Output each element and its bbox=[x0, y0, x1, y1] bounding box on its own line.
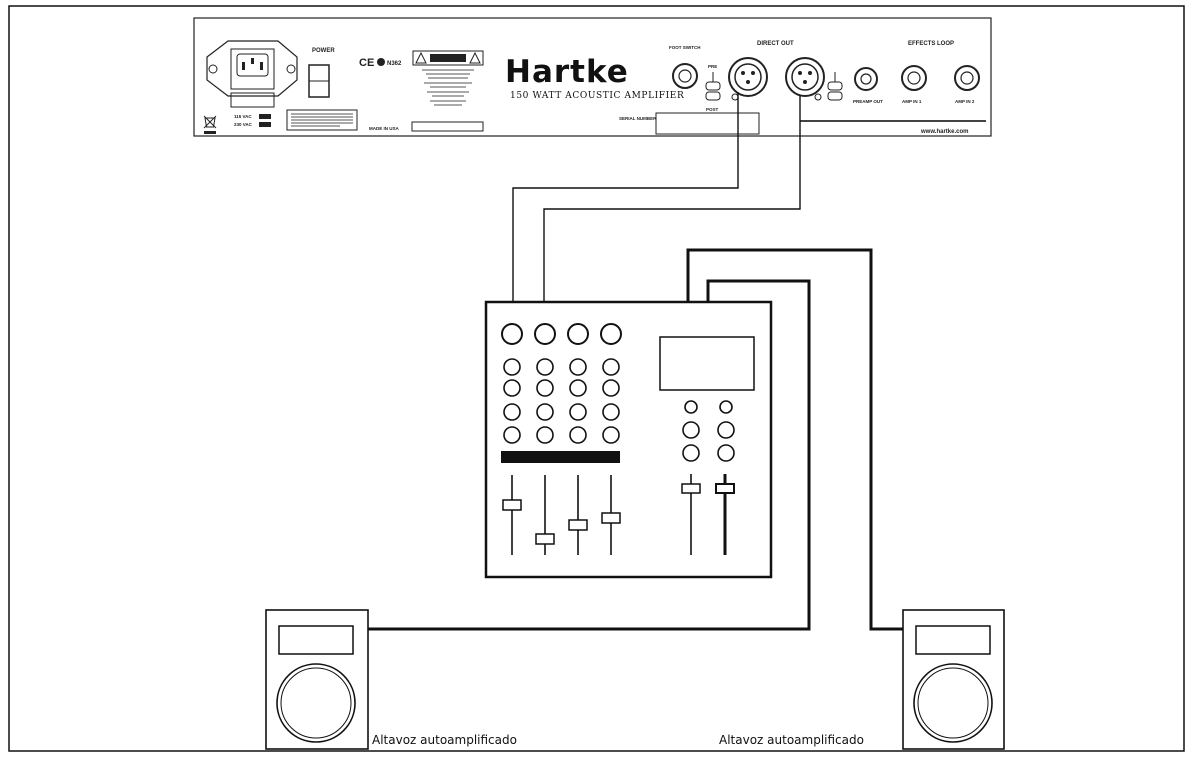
mixer-master-faders bbox=[681, 474, 735, 555]
voltage-230-label: 230 VAC bbox=[234, 122, 253, 127]
mixer-input-3 bbox=[567, 323, 589, 345]
ce-mark: CE bbox=[359, 57, 374, 69]
cert-code: N362 bbox=[387, 61, 402, 67]
power-inlet bbox=[206, 40, 298, 108]
left-speaker-tweeter bbox=[278, 625, 354, 655]
pre-post-switch-left bbox=[705, 72, 721, 101]
cable-mixer-to-left-speaker bbox=[366, 279, 811, 631]
left-speaker-label: Altavoz autoamplificado bbox=[372, 733, 517, 747]
pre-post-switch-right bbox=[827, 72, 843, 101]
right-speaker-label: Altavoz autoamplificado bbox=[719, 733, 864, 747]
amp-in-1-jack bbox=[901, 65, 927, 91]
serial-number-box bbox=[655, 112, 760, 135]
mixer-input-4 bbox=[600, 323, 622, 345]
weee-bin-icon bbox=[203, 115, 217, 134]
voltage-115-label: 115 VAC bbox=[234, 114, 252, 119]
mixer-input-1 bbox=[501, 323, 523, 345]
model-name: 150 WATT ACOUSTIC AMPLIFIER bbox=[510, 91, 684, 101]
cable-mixer-to-right-speaker bbox=[686, 248, 905, 631]
effects-loop-label: EFFECTS LOOP bbox=[908, 41, 954, 47]
mixer-label-strip bbox=[501, 451, 620, 463]
right-speaker-woofer bbox=[913, 663, 993, 743]
left-speaker-woofer bbox=[276, 663, 356, 743]
left-speaker bbox=[265, 609, 369, 750]
xlr-direct-out-right bbox=[785, 57, 825, 101]
rating-plate bbox=[411, 121, 484, 132]
cable-direct-out-right-to-mixer bbox=[543, 95, 801, 319]
warning-text-block bbox=[286, 109, 358, 131]
mixer-channel-faders bbox=[502, 475, 621, 555]
mixer-input-2 bbox=[534, 323, 556, 345]
mixer-channel-knobs bbox=[503, 358, 620, 444]
voltage-115-box bbox=[259, 114, 271, 119]
website-label: www.hartke.com bbox=[920, 129, 968, 135]
post-label: POST bbox=[706, 107, 719, 112]
footswitch-label: FOOT SWITCH bbox=[669, 45, 701, 50]
serial-label: SERIAL NUMBER bbox=[619, 116, 657, 121]
power-label: POWER bbox=[312, 48, 335, 54]
cables bbox=[366, 92, 905, 631]
direct-out-label: DIRECT OUT bbox=[757, 41, 794, 47]
right-speaker bbox=[902, 609, 1005, 750]
mixer bbox=[484, 300, 773, 579]
amp-in-2-label: AMP IN 2 bbox=[955, 99, 975, 104]
warning-label bbox=[412, 50, 484, 106]
c-tick-icon bbox=[377, 58, 385, 66]
preamp-out-label: PREAMP OUT bbox=[853, 99, 883, 104]
right-speaker-tweeter bbox=[915, 625, 991, 655]
brand-logo: Hartke bbox=[505, 54, 629, 90]
mixer-master-knobs bbox=[682, 400, 735, 462]
made-in-label: MADE IN USA bbox=[369, 126, 400, 131]
amp-panel-body bbox=[193, 17, 992, 137]
cable-direct-out-left-to-mixer bbox=[512, 92, 739, 319]
voltage-230-box bbox=[259, 122, 271, 127]
amp-in-1-label: AMP IN 1 bbox=[902, 99, 922, 104]
amplifier-back-panel: 115 VAC 230 VAC POWER CE N362 MADE IN US… bbox=[193, 17, 992, 137]
preamp-out-jack bbox=[854, 67, 878, 91]
mixer-display bbox=[659, 336, 755, 391]
footswitch-jack bbox=[672, 63, 698, 89]
amp-in-2-jack bbox=[954, 65, 980, 91]
pre-label: PRE bbox=[708, 64, 717, 69]
diagram-frame bbox=[8, 5, 1185, 752]
